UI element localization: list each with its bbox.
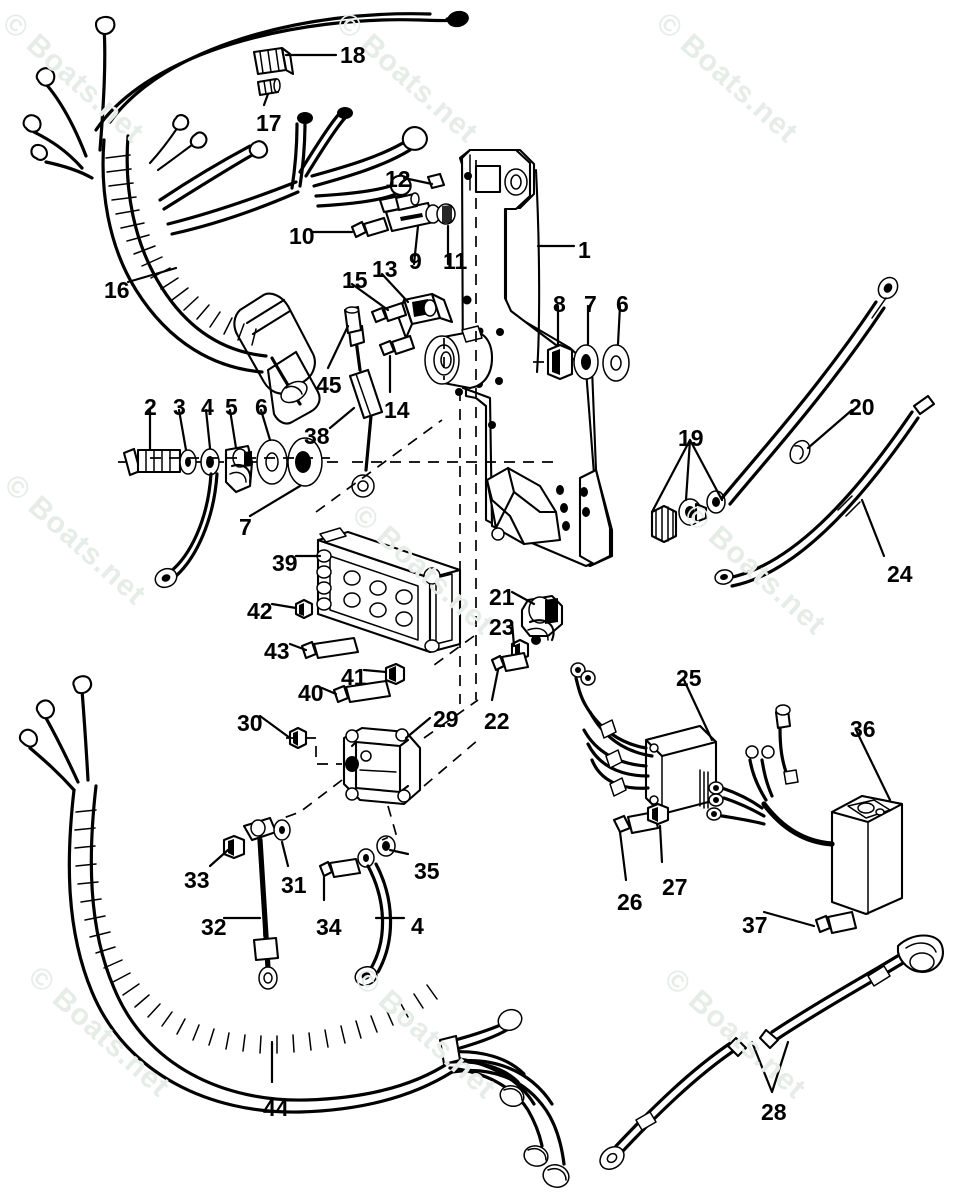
callout-24: 24 [887,561,913,587]
callout-34: 34 [316,914,342,940]
callout-7: 7 [584,291,597,317]
callout-40: 40 [298,680,324,706]
callout-19: 19 [678,425,704,451]
part-4-ground-lead-lower [354,862,393,987]
callout-27: 27 [662,874,688,900]
part-19-grommets [650,490,726,544]
part-24-battery-cable [714,394,936,588]
part-31-washer [273,819,291,841]
callout-11: 11 [443,248,468,274]
callout-10: 10 [289,223,315,249]
part-17-connector-sleeve [256,77,281,97]
callout-3: 3 [173,394,186,420]
coil-can [424,325,494,390]
part-28-spark-plug-leads [599,934,944,1170]
part-27-nut [646,802,670,826]
part-44-engine-harness [18,675,570,1188]
part-38-resistor-assembly [347,324,384,498]
part-40-screw [332,679,392,704]
part-32-starter-cable [242,816,280,990]
callout-15: 15 [342,267,368,293]
part-39-terminal-block [316,527,462,654]
callout-4: 4 [411,913,424,939]
callout-17: 17 [256,110,282,136]
callout-32: 32 [201,914,227,940]
callout-30: 30 [237,710,263,736]
part-13-bracket [370,292,454,357]
part-33-nut [222,834,246,860]
part-35-washers [357,835,396,868]
callout-8: 8 [553,291,566,317]
callout-5: 5 [225,394,238,420]
callout-18: 18 [340,42,366,68]
part-20-battery-cable [720,276,899,506]
part-43-screw [300,636,360,660]
callout-16: 16 [104,277,130,303]
callout-14: 14 [384,397,410,423]
part-34-screw [318,857,362,879]
callout-28: 28 [761,1099,787,1125]
part-1-mounting-plate [424,148,614,568]
part-25-rectifier [570,662,718,816]
part-16-main-wiring-harness [22,10,469,425]
part-41-nut [384,662,406,686]
part-22-screw [490,651,530,673]
callout-13: 13 [372,256,398,282]
callout-6: 6 [616,291,629,317]
callout-22: 22 [484,708,510,734]
callout-29: 29 [433,706,459,732]
part-9-choke-solenoid-assembly [350,172,456,239]
parts-row-8-7-6 [533,343,630,382]
callout-45: 45 [316,372,342,398]
callout-12: 12 [385,166,411,192]
callout-4: 4 [201,394,214,420]
callout-23: 23 [489,614,515,640]
callout-7: 7 [239,514,252,540]
callout-35: 35 [414,858,440,884]
part-21-clamp [520,594,564,645]
part-29-starter-solenoid [342,726,422,806]
callout-44: 44 [263,1095,289,1121]
callout-26: 26 [617,889,643,915]
part-36-switch-box [706,704,904,916]
callout-42: 42 [247,598,273,624]
part-18-harness-clip [252,46,295,76]
harness-trunk-16 [101,134,268,374]
callout-25: 25 [676,665,702,691]
callout-2: 2 [144,394,157,420]
part-37-screw [814,910,858,935]
part-45-sleeve [343,305,363,335]
callout-31: 31 [281,872,307,898]
callout-21: 21 [489,584,515,610]
callout-1: 1 [578,237,591,263]
callout-41: 41 [341,664,367,690]
callout-9: 9 [409,248,422,274]
callout-38: 38 [304,423,330,449]
callout-20: 20 [849,394,875,420]
callout-6: 6 [255,394,268,420]
part-42-nut [294,598,314,620]
callout-43: 43 [264,638,290,664]
part-26-screw [612,810,660,835]
callout-39: 39 [272,550,298,576]
leader-lines [126,53,892,1094]
callout-37: 37 [742,912,768,938]
callout-36: 36 [850,716,876,742]
callout-33: 33 [184,867,210,893]
